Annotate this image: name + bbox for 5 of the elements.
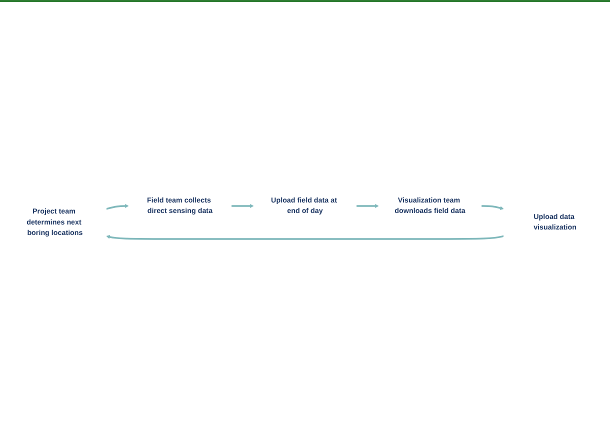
arrow	[231, 204, 254, 208]
arrow	[481, 204, 504, 210]
arrow	[106, 234, 504, 240]
arrow	[356, 204, 379, 208]
arrow	[106, 204, 129, 210]
